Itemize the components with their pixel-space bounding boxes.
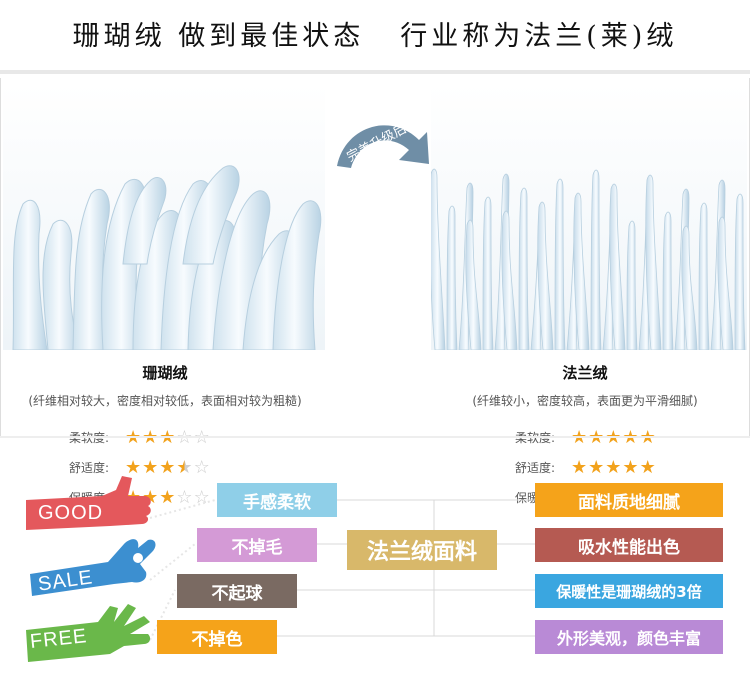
rating-row-comfort: 舒适度: ★★★★☆: [69, 452, 211, 482]
star-full-icon: ★: [588, 456, 605, 478]
feature-fine-texture: 面料质地细腻: [535, 483, 723, 517]
product-description: (纤维较小，密度较高，表面更为平滑细腻): [472, 394, 698, 408]
open-hand-icon: [26, 604, 151, 662]
title-part-1: 珊瑚绒 做到最佳状态: [72, 21, 365, 52]
feature-text: 不掉色: [191, 629, 243, 650]
star-empty-icon: ☆: [193, 486, 210, 508]
thumbs-up-icon: [26, 476, 151, 530]
feature-appearance: 外形美观，颜色丰富: [535, 620, 723, 654]
page-title: 珊瑚绒 做到最佳状态 行业称为法兰(莱)绒: [0, 14, 750, 53]
center-label: 法兰绒面料: [347, 530, 497, 570]
star-full-icon: ★: [125, 456, 142, 478]
features-section: GOOD SALE FREE 手感柔软 不掉毛 不起球 不掉色 法兰绒面料 面料…: [0, 440, 750, 694]
feature-text: 吸水性能出色: [578, 537, 680, 558]
page-header: 珊瑚绒 做到最佳状态 行业称为法兰(莱)绒: [0, 0, 750, 74]
star-full-icon: ★: [622, 456, 639, 478]
coral-fleece-fiber-image: [3, 84, 325, 350]
comparison-section: 完美升级后 珊瑚绒 (纤维相对较大，密度相对较低，表面相对较为粗糙): [0, 78, 750, 506]
star-full-icon: ★: [142, 456, 159, 478]
feature-no-shedding: 不掉毛: [197, 528, 317, 562]
star-full-icon: ★: [159, 486, 176, 508]
feature-text: 手感柔软: [243, 492, 311, 513]
feature-text: 面料质地细腻: [578, 492, 680, 513]
rating-row-comfort: 舒适度: ★★★★★: [515, 452, 657, 482]
feature-no-pilling: 不起球: [177, 574, 297, 608]
star-empty-icon: ☆: [176, 486, 193, 508]
feature-text: 不起球: [211, 583, 263, 604]
section-divider: [0, 436, 750, 438]
star-full-icon: ★: [639, 456, 656, 478]
star-full-icon: ★: [571, 456, 588, 478]
hand-label: GOOD: [38, 502, 104, 524]
star-rating: ★★★★★: [571, 458, 657, 477]
rating-label: 舒适度:: [515, 460, 556, 475]
product-description: (纤维相对较大，密度相对较低，表面相对较为粗糙): [28, 394, 302, 408]
feature-soft-touch: 手感柔软: [217, 483, 337, 517]
star-half-icon: ★: [176, 456, 193, 478]
center-label-text: 法兰绒面料: [366, 540, 477, 565]
star-empty-icon: ☆: [193, 456, 210, 478]
title-part-2: 行业称为法兰(莱)绒: [400, 21, 678, 52]
feature-absorbent: 吸水性能出色: [535, 528, 723, 562]
good-thumb-hand: GOOD: [24, 474, 154, 534]
free-hand: FREE: [24, 602, 154, 664]
feature-colorfast: 不掉色: [157, 620, 277, 654]
feature-text: 外形美观，颜色丰富: [556, 629, 701, 648]
coral-fleece-info: 珊瑚绒 (纤维相对较大，密度相对较低，表面相对较为粗糙): [1, 362, 329, 409]
sale-hand: SALE: [28, 534, 158, 596]
flannel-fiber-image: [431, 84, 747, 350]
feature-text: 保暖性是珊瑚绒的3倍: [556, 582, 702, 601]
product-name: 法兰绒: [562, 364, 608, 382]
rating-label: 舒适度:: [69, 460, 110, 475]
star-rating: ★★★★☆: [125, 458, 211, 477]
feature-warmth: 保暖性是珊瑚绒的3倍: [535, 574, 723, 608]
star-full-icon: ★: [605, 456, 622, 478]
star-full-icon: ★: [159, 456, 176, 478]
feature-text: 不掉毛: [231, 537, 283, 558]
flannel-info: 法兰绒 (纤维较小，密度较高，表面更为平滑细腻): [421, 362, 749, 409]
ok-hand-icon: [30, 539, 156, 596]
connector-lines: [149, 499, 535, 641]
product-name: 珊瑚绒: [142, 364, 188, 382]
upgrade-arrow: 完美升级后: [331, 106, 431, 196]
